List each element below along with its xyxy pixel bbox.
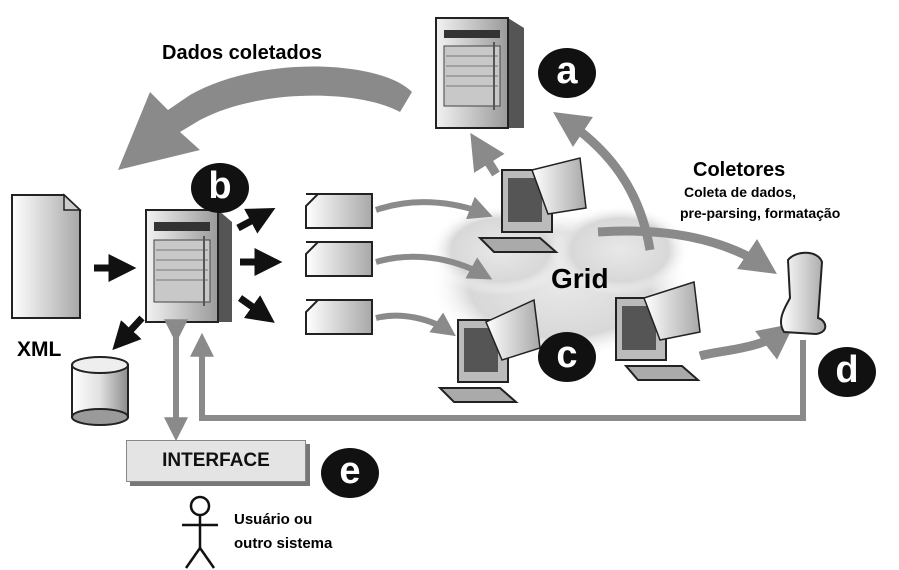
badge-b: b [191,163,249,213]
computer-1-icon [477,157,587,253]
scroll-icon [780,251,827,336]
collectors-desc-line2: pre-parsing, formatação [680,205,841,221]
collectors-desc-line1: Coleta de dados, [684,184,797,200]
black-arrows [94,208,283,351]
badge-e: e [321,448,379,498]
server-a-icon [435,17,524,129]
task-document-1 [305,193,373,229]
grid-label: Grid [551,263,609,294]
task-document-3 [305,299,373,335]
feedback-line [190,332,806,421]
database-icon [71,356,129,426]
badge-a: a [538,48,596,98]
collected-data-label: Dados coletados [162,42,323,64]
collected-data-arrow [118,66,412,170]
badge-c: c [538,332,596,382]
interface-box: INTERFACE [126,440,306,482]
task-document-2 [305,241,373,277]
badge-d: d [818,347,876,397]
xml-label: XML [17,338,62,361]
task-documents [305,193,373,335]
computer-2-icon [437,298,541,403]
collectors-title: Coletores [693,159,786,181]
user-label-line2: outro sistema [234,535,333,552]
server-b-icon [145,209,232,323]
user-figure-icon [182,495,218,569]
dispatch-arrows [375,196,493,337]
user-label-line1: Usuário ou [234,511,313,528]
result-arrows [470,112,795,361]
xml-document-icon [11,193,82,319]
computer-3-icon [615,281,701,381]
